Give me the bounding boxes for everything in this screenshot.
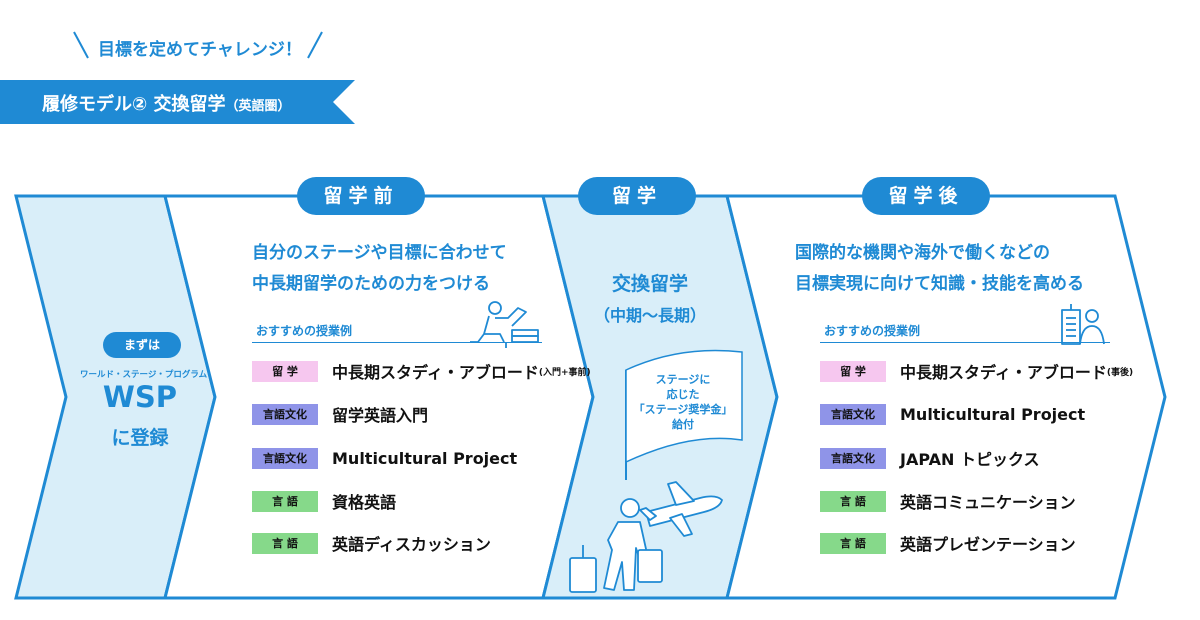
after-rec-label: おすすめの授業例 [824, 324, 921, 338]
course-name: 英語コミュニケーション [900, 493, 1076, 512]
building-person-icon [1061, 304, 1105, 345]
scholarship-flag-text: ステージに 応じた 「ステージ奨学金」 給付 [628, 372, 738, 432]
before-lead-line-1: 自分のステージや目標に合わせて [252, 243, 507, 263]
tagline: 目標を定めてチャレンジ！ [72, 30, 332, 60]
before-rec-label: おすすめの授業例 [256, 324, 353, 338]
flag-line: 給付 [672, 418, 694, 431]
flag-line: 応じた [666, 388, 700, 401]
course-suffix: (事後) [1106, 367, 1134, 378]
course-tag: 言 語 [820, 532, 886, 554]
course-tag: 言 語 [820, 490, 886, 512]
course-tag: 言 語 [252, 532, 318, 554]
course-name: Multicultural Project [900, 404, 1086, 424]
flag-line: ステージに [655, 373, 711, 386]
before-course-4: 言 語 資格英語 [252, 488, 396, 514]
stage-after-label: 留学後 [862, 177, 990, 215]
after-course-4: 言 語 英語コミュニケーション [820, 488, 1076, 514]
after-course-2: 言語文化 Multicultural Project [820, 401, 1085, 427]
after-course-5: 言 語 英語プレゼンテーション [820, 530, 1076, 556]
flag-icon [625, 349, 743, 480]
course-suffix: (入門+事前) [538, 367, 591, 378]
course-name: Multicultural Project [332, 448, 518, 468]
before-course-3: 言語文化 Multicultural Project [252, 445, 517, 471]
flag-line: 「ステージ奨学金」 [633, 403, 733, 416]
stage-before-label: 留学前 [297, 177, 425, 215]
first-badge: まずは [103, 332, 181, 358]
stage-during-label: 留学 [578, 177, 696, 215]
model-banner: 履修モデル② 交換留学（英語圏） [0, 80, 355, 124]
after-course-3: 言語文化 JAPAN トピックス [820, 445, 1039, 471]
course-name: 英語ディスカッション [332, 535, 491, 554]
slash-decoration-icon [73, 31, 323, 59]
banner-subtitle: （英語圏） [225, 99, 291, 114]
course-name: 留学英語入門 [332, 406, 429, 425]
course-name: 中長期スタディ・アブロード [332, 363, 539, 382]
course-tag: 言語文化 [820, 447, 886, 469]
wsp-register-text: に登録 [111, 427, 169, 449]
course-tag: 留 学 [252, 360, 318, 382]
wsp-full-name: ワールド・ステージ・プログラム [80, 370, 208, 380]
exchange-title: 交換留学 [611, 273, 688, 295]
tagline-text: 目標を定めてチャレンジ！ [98, 40, 302, 60]
course-name: 英語プレゼンテーション [900, 535, 1076, 554]
after-lead-line-2: 目標実現に向けて知識・技能を高める [795, 274, 1084, 294]
course-tag: 言 語 [252, 490, 318, 512]
before-course-5: 言 語 英語ディスカッション [252, 530, 491, 556]
wsp-title: WSP [102, 380, 178, 414]
traveler-icon [569, 498, 663, 593]
course-tag: 留 学 [820, 360, 886, 382]
after-rec-divider [820, 342, 1110, 343]
course-name: 中長期スタディ・アブロード [900, 363, 1107, 382]
course-tag: 言語文化 [252, 447, 318, 469]
course-name: JAPAN トピックス [900, 450, 1040, 469]
exchange-subtitle: （中期〜長期） [593, 306, 706, 325]
after-lead-line-1: 国際的な機関や海外で働くなどの [795, 243, 1050, 263]
airplane-icon [639, 481, 723, 537]
before-lead-line-2: 中長期留学のための力をつける [252, 274, 490, 294]
before-course-1: 留 学 中長期スタディ・アブロード(入門+事前) [252, 358, 591, 384]
before-course-2: 言語文化 留学英語入門 [252, 401, 428, 427]
banner-shape [0, 80, 355, 124]
banner-title: 履修モデル② 交換留学 [42, 94, 226, 115]
course-tag: 言語文化 [252, 403, 318, 425]
after-course-1: 留 学 中長期スタディ・アブロード(事後) [820, 358, 1133, 384]
before-rec-divider [252, 342, 542, 343]
course-name: 資格英語 [332, 493, 397, 512]
course-tag: 言語文化 [820, 403, 886, 425]
